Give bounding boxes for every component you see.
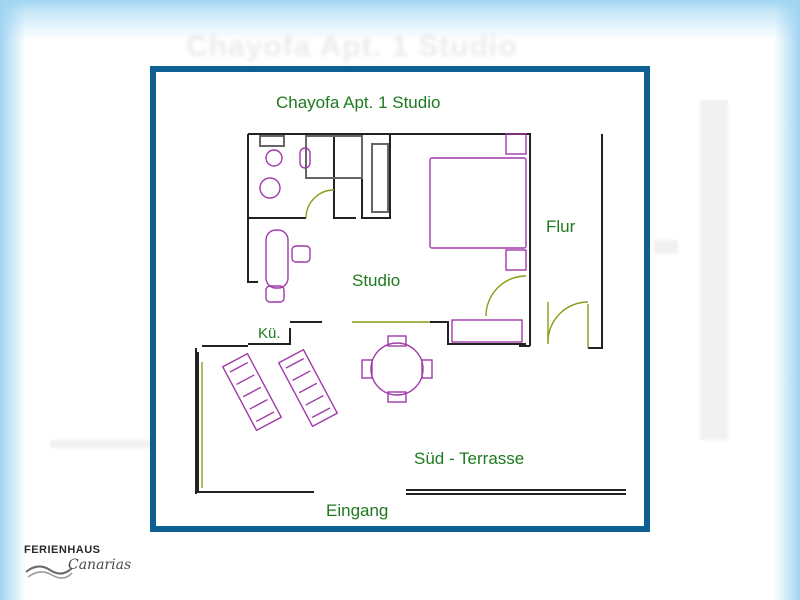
shower [305,135,363,179]
left-glow [0,0,26,600]
chair [361,359,373,379]
door [485,275,527,317]
wall [248,133,531,346]
tv-bench [265,229,289,289]
wave-icon [25,565,73,579]
nightstand [505,133,527,155]
bidet [299,147,311,169]
chair [421,359,433,379]
sofa [451,319,523,343]
room-label-terrasse: Süd - Terrasse [414,449,524,468]
floor-plan-frame: Chayofa Apt. 1 Studio Studio Flur Süd - … [150,66,650,532]
sun-lounger [277,348,339,428]
plan-title: Chayofa Apt. 1 Studio [276,93,440,112]
bed [429,157,527,249]
wall [361,134,391,219]
background-title: Chayofa Apt. 1 Studio [186,30,518,63]
background-shape [654,240,678,254]
table [370,342,424,396]
wall [588,134,603,349]
nightstand [505,249,527,271]
background-shape [700,100,728,440]
ferienhaus-canarias-logo: FERIENHAUS Canarias [24,544,144,584]
armchair [265,285,285,303]
door [305,189,335,219]
wall [430,321,526,345]
logo-line2: Canarias [68,557,132,573]
wall [247,134,258,283]
background-shape [50,440,160,448]
right-glow [774,0,800,600]
wall [248,328,291,345]
room-label-kueche: Kü. [258,325,281,342]
room-label-eingang: Eingang [326,501,388,520]
wall [333,134,356,219]
counter [259,135,285,147]
room-label-studio: Studio [352,271,400,290]
sink [259,177,281,199]
toilet [265,149,283,167]
bathtub [371,143,389,213]
chair [387,391,407,403]
logo-line1: FERIENHAUS [24,544,101,556]
wall [197,352,314,493]
sun-lounger [221,352,283,432]
door [547,301,589,343]
floor-plan: Chayofa Apt. 1 Studio Studio Flur Süd - … [195,93,626,520]
armchair [291,245,311,263]
chair [387,335,407,347]
room-label-flur: Flur [546,217,576,236]
